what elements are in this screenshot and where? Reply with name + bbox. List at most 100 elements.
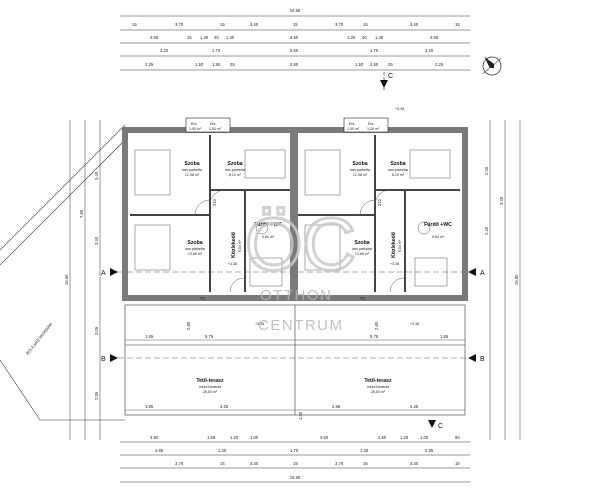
svg-text:2.85: 2.85	[155, 448, 164, 453]
svg-text:1.70: 1.70	[370, 48, 379, 53]
svg-text:15: 15	[363, 461, 368, 466]
svg-text:28,00 m²: 28,00 m²	[203, 390, 218, 394]
svg-text:B: B	[480, 356, 485, 363]
svg-text:4.50: 4.50	[290, 35, 299, 40]
svg-text:5.60: 5.60	[290, 48, 299, 53]
svg-text:1.50: 1.50	[195, 62, 204, 67]
dim-bottom-row2: 2.85 1.30 1.70 1.30 2.85	[155, 448, 434, 453]
dim-top-total: 15.60	[290, 8, 301, 13]
svg-text:1.20: 1.20	[400, 435, 409, 440]
svg-text:Fürdő +WC: Fürdő +WC	[254, 222, 282, 228]
svg-text:Közlekedő: Közlekedő	[231, 232, 237, 258]
svg-text:Erk.: Erk.	[349, 122, 355, 126]
svg-text:5,84 m²: 5,84 m²	[398, 239, 402, 252]
svg-text:1.00: 1.00	[420, 435, 429, 440]
svg-text:8,10 m²: 8,10 m²	[392, 173, 405, 177]
exterior-walls	[122, 117, 468, 301]
svg-text:1,00 m²: 1,00 m²	[347, 127, 360, 131]
room-label-kozlekedo-1: Közlekedő 5,84 m²	[231, 232, 242, 258]
top-dimension-chains	[120, 15, 470, 71]
svg-text:12,58 m²: 12,58 m²	[185, 173, 200, 177]
svg-text:2.40: 2.40	[484, 226, 489, 235]
svg-text:25: 25	[388, 62, 393, 67]
section-mark-b-left: B	[101, 354, 118, 363]
svg-text:1.50: 1.50	[378, 435, 387, 440]
svg-text:3.70: 3.70	[335, 461, 344, 466]
svg-text:OTTHON: OTTHON	[260, 287, 332, 304]
dim-bottom-row1: 3.90 1.50 1.20 1.00 3.60 1.50 1.20 1.00 …	[150, 435, 460, 440]
terrace-label-2: Tető-terasz mész kerámia 28,00 m²	[364, 378, 392, 394]
svg-text:1,00 m²: 1,00 m²	[209, 127, 222, 131]
door-swings	[194, 189, 405, 293]
svg-text:2.85: 2.85	[425, 448, 434, 453]
svg-text:8,10 m²: 8,10 m²	[229, 173, 242, 177]
svg-text:Erk.: Erk.	[368, 122, 374, 126]
room-label-kozlekedo-2: Közlekedő 5,84 m²	[391, 232, 402, 258]
dim-top-row3: 3.20 1.70 5.60 1.70 3.20	[160, 48, 434, 53]
section-mark-a-left: A	[101, 268, 118, 277]
svg-text:2.95: 2.95	[332, 404, 341, 409]
svg-text:1.85: 1.85	[145, 404, 154, 409]
svg-text:CENTRUM: CENTRUM	[258, 317, 344, 334]
room-label-furdo-1: Fürdő +WC 5,84 m²	[254, 222, 282, 239]
svg-text:lam.parketta: lam.parketta	[185, 247, 205, 251]
svg-text:2.25: 2.25	[145, 62, 154, 67]
room-label-szoba-1: Szoba lam.parketta 12,58 m²	[182, 161, 202, 177]
svg-text:mész kerámia: mész kerámia	[367, 385, 389, 389]
svg-text:1.30: 1.30	[218, 448, 227, 453]
svg-text:3.60: 3.60	[320, 435, 329, 440]
svg-text:Szoba: Szoba	[187, 240, 202, 246]
svg-text:4.25: 4.25	[220, 404, 229, 409]
interior-walls	[130, 135, 460, 292]
svg-text:5,84 m²: 5,84 m²	[238, 239, 242, 252]
terrace-outlines	[124, 304, 466, 416]
neighbor-building-outline	[0, 124, 126, 421]
svg-text:1.00: 1.00	[250, 435, 259, 440]
svg-text:5.75: 5.75	[205, 334, 214, 339]
svg-text:+3.38: +3.38	[390, 262, 399, 266]
svg-text:1.30: 1.30	[375, 35, 384, 40]
svg-text:1,00 m²: 1,00 m²	[367, 127, 380, 131]
svg-text:15: 15	[455, 22, 460, 27]
svg-text:3.20: 3.20	[425, 48, 434, 53]
svg-text:1.70: 1.70	[212, 48, 221, 53]
north-arrow-icon	[482, 56, 502, 76]
svg-text:1.20: 1.20	[230, 435, 239, 440]
svg-text:210: 210	[212, 198, 217, 206]
svg-text:3.90: 3.90	[290, 62, 299, 67]
svg-text:A: A	[101, 270, 106, 277]
svg-text:1.70: 1.70	[290, 448, 299, 453]
svg-text:15: 15	[293, 461, 298, 466]
svg-text:1.50: 1.50	[212, 62, 221, 67]
dim-top-row1: 15 3.70 15 3.40 15 3.70 15 3.40 15	[132, 22, 460, 27]
svg-text:2.55: 2.55	[150, 35, 159, 40]
svg-text:1.30: 1.30	[200, 35, 209, 40]
svg-text:Erk.: Erk.	[191, 122, 197, 126]
svg-text:2.85: 2.85	[94, 391, 99, 400]
svg-text:12,58 m²: 12,58 m²	[353, 173, 368, 177]
section-mark-a-right: A	[468, 268, 485, 277]
vertical-dimension-lines	[69, 120, 521, 440]
svg-text:2.80: 2.80	[374, 321, 379, 330]
svg-text:ÖC: ÖC	[245, 203, 356, 286]
svg-text:+3.38: +3.38	[395, 107, 404, 111]
svg-text:5.75: 5.75	[370, 334, 379, 339]
section-mark-c-top: C	[380, 72, 393, 90]
svg-text:1.50: 1.50	[207, 435, 216, 440]
svg-text:2.80: 2.80	[186, 321, 191, 330]
svg-text:2.25: 2.25	[435, 62, 444, 67]
svg-text:3.05: 3.05	[94, 326, 99, 335]
svg-text:1.30: 1.30	[347, 35, 356, 40]
svg-text:3.40: 3.40	[410, 461, 419, 466]
svg-text:40: 40	[214, 35, 219, 40]
svg-text:Szoba: Szoba	[184, 161, 199, 167]
svg-text:1.30: 1.30	[298, 411, 303, 420]
svg-text:15.80: 15.80	[514, 274, 519, 285]
section-mark-b-right: B	[468, 354, 485, 363]
svg-text:3.70: 3.70	[175, 22, 184, 27]
svg-text:+3.38: +3.38	[228, 262, 237, 266]
svg-text:Fürdő +WC: Fürdő +WC	[424, 222, 452, 228]
svg-text:5,84 m²: 5,84 m²	[262, 235, 275, 239]
room-label-szoba-5: Szoba lam.parketta 8,10 m²	[388, 161, 408, 177]
svg-text:1.30: 1.30	[226, 35, 235, 40]
